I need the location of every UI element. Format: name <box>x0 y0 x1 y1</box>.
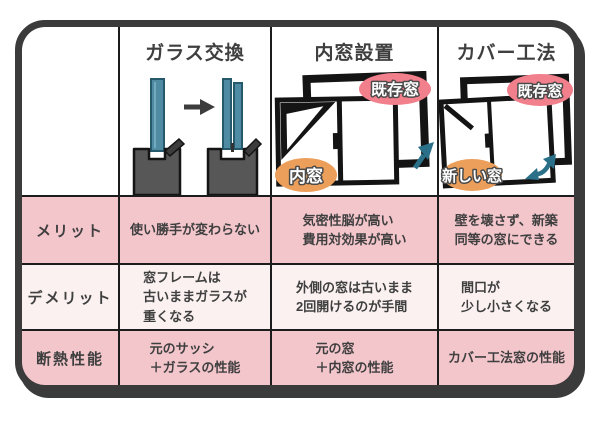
cell-text: 使い勝手が変わらない <box>129 222 260 238</box>
insulation-cover-method-cell: カバー工法窓の性能 <box>439 331 574 385</box>
cell-text: カバー工法窓の性能 <box>447 350 565 366</box>
cell-text: 窓フレームは 古いままガラスが 重くなる <box>143 269 247 324</box>
right-arrow-icon <box>184 99 215 115</box>
existing-window-bubble: 既存窓 <box>359 73 431 105</box>
merit-inner-window-cell: 気密性脳が高い 費用対効果が高い <box>272 197 437 263</box>
existing-window-bubble: 既存窓 <box>507 74 573 106</box>
demerit-cover-method-cell: 間口が 少し小さくなる <box>439 265 574 329</box>
new-window-bubble: 新しい窓 <box>440 159 504 191</box>
double-glass-sash-icon <box>206 78 263 195</box>
merit-cover-method-cell: 壁を壊さず、新築 同等の窓にできる <box>439 197 574 263</box>
cover-method-illustration: 既存窓 新しい窓 <box>439 73 573 191</box>
slide-arrow-icon <box>525 154 556 180</box>
row-label-text: メリット <box>35 222 104 240</box>
inner-window-label: 内窓 <box>289 166 323 186</box>
row-label-text: 断熱性能 <box>35 350 104 368</box>
new-window-label: 新しい窓 <box>442 167 502 185</box>
column-header-inner-window: 内窓設置 既存窓 内窓 <box>272 27 437 195</box>
cell-text: 間口が 少し小さくなる <box>460 279 552 315</box>
existing-window-label: 既存窓 <box>371 80 419 99</box>
corner-empty-cell <box>22 27 118 195</box>
glass-replacement-illustration <box>132 78 263 195</box>
row-label-text: デメリット <box>27 289 113 307</box>
cell-text: 元のサッシ ＋ガラスの性能 <box>149 340 241 376</box>
open-direction-arrow-icon <box>412 142 434 170</box>
comparison-table-card: ガラス交換 内窓設置 <box>15 20 581 392</box>
demerit-row-label: デメリット <box>22 265 118 329</box>
column-title: ガラス交換 <box>145 42 245 64</box>
column-title: 内窓設置 <box>314 42 395 64</box>
merit-glass-replacement-cell: 使い勝手が変わらない <box>120 197 270 263</box>
demerit-inner-window-cell: 外側の窓は古いまま 2回開けるのが手間 <box>272 265 437 329</box>
inner-window-illustration: 既存窓 内窓 <box>274 71 434 192</box>
cell-text: 元の窓 ＋内窓の性能 <box>315 340 394 376</box>
column-header-glass-replacement: ガラス交換 <box>120 27 270 195</box>
existing-window-label: 既存窓 <box>517 82 562 100</box>
single-glass-sash-icon <box>132 78 186 195</box>
column-header-cover-method: カバー工法 既存窓 新しい窓 <box>439 27 574 195</box>
merit-row-label: メリット <box>22 197 118 263</box>
cell-text: 気密性脳が高い 費用対効果が高い <box>302 212 407 248</box>
inner-window-bubble: 内窓 <box>275 158 337 192</box>
insulation-glass-replacement-cell: 元のサッシ ＋ガラスの性能 <box>120 331 270 385</box>
cell-text: 外側の窓は古いまま 2回開けるのが手間 <box>295 279 413 315</box>
insulation-inner-window-cell: 元の窓 ＋内窓の性能 <box>272 331 437 385</box>
insulation-row-label: 断熱性能 <box>22 331 118 385</box>
column-title: カバー工法 <box>456 42 557 64</box>
cell-text: 壁を壊さず、新築 同等の窓にできる <box>454 212 559 248</box>
demerit-glass-replacement-cell: 窓フレームは 古いままガラスが 重くなる <box>120 265 270 329</box>
